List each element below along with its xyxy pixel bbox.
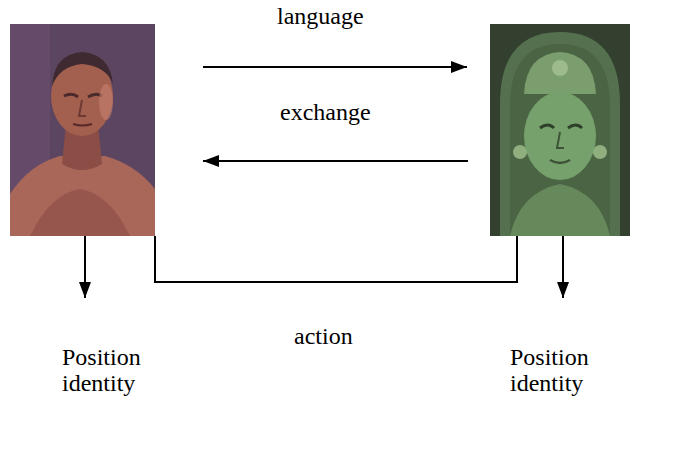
eyes bbox=[540, 125, 582, 128]
shoulders bbox=[510, 184, 610, 236]
position-label-node: Position identity bbox=[510, 298, 620, 400]
portrait-ground bbox=[10, 24, 155, 236]
node-label: Position identity bbox=[62, 344, 172, 396]
portrait-frame bbox=[10, 24, 155, 236]
crown-jewel bbox=[552, 60, 568, 76]
brows bbox=[64, 94, 102, 97]
arrow-connector bbox=[84, 236, 86, 298]
edge-label: exchange bbox=[277, 98, 374, 126]
arrow-connector bbox=[203, 160, 468, 162]
position-label-node: Position identity bbox=[62, 298, 172, 400]
mouth bbox=[550, 160, 570, 163]
halo-inner bbox=[510, 44, 610, 236]
arrow-connector bbox=[203, 66, 467, 68]
nose bbox=[557, 132, 564, 148]
earring bbox=[513, 145, 527, 159]
crown bbox=[524, 52, 596, 94]
mouth bbox=[73, 124, 92, 126]
arrow-connector bbox=[562, 236, 564, 298]
earring bbox=[593, 145, 607, 159]
statue-ground bbox=[490, 24, 630, 236]
man-portrait bbox=[10, 24, 155, 236]
edge-label: language bbox=[274, 2, 367, 30]
cheek-light bbox=[99, 84, 113, 120]
nose bbox=[79, 100, 86, 116]
statue-frame bbox=[490, 24, 630, 236]
node-label: Position identity bbox=[510, 344, 620, 396]
halo bbox=[500, 32, 620, 236]
chest-shade bbox=[30, 189, 130, 236]
hair bbox=[52, 52, 113, 86]
face bbox=[524, 92, 596, 180]
edge-label: action bbox=[291, 322, 356, 350]
deity-statue bbox=[490, 24, 630, 236]
connector-line bbox=[155, 236, 517, 282]
